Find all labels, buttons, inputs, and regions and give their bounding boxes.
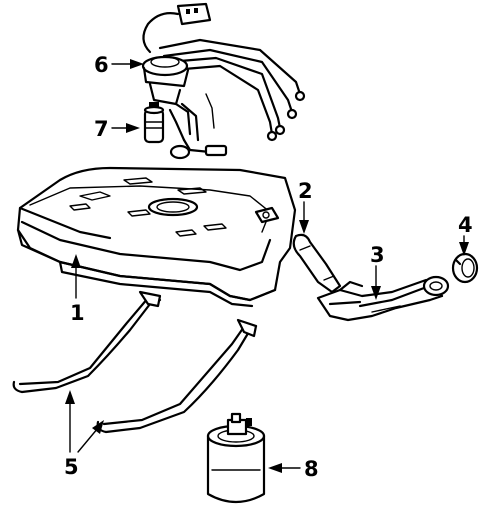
callout-7: 7 xyxy=(94,117,109,141)
callout-6: 6 xyxy=(94,53,109,77)
callout-2: 2 xyxy=(298,179,313,203)
callout-8: 8 xyxy=(304,457,319,481)
fuel-pump xyxy=(143,102,165,144)
filler-pipe xyxy=(316,275,450,322)
fuel-pump-sender-assembly xyxy=(141,2,306,160)
callout-4: 4 xyxy=(458,213,473,237)
tank-straps xyxy=(12,290,258,434)
fuel-cap xyxy=(451,252,479,284)
callout-1: 1 xyxy=(70,301,85,325)
fuel-tank xyxy=(16,166,297,308)
callout-5: 5 xyxy=(64,455,79,479)
filler-hose xyxy=(292,233,342,294)
callout-3: 3 xyxy=(370,243,385,267)
charcoal-canister xyxy=(206,412,266,504)
leader-lines xyxy=(65,59,469,473)
